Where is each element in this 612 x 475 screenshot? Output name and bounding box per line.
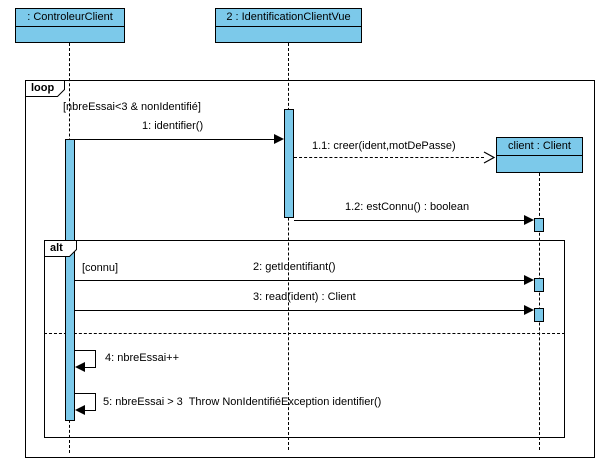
message-5-arrowhead	[75, 405, 85, 415]
message-4-line-out	[75, 350, 96, 351]
message-3-line	[75, 310, 525, 311]
message-1-2-label: 1.2: estConnu() : boolean	[345, 201, 470, 213]
message-5-line-back	[84, 410, 96, 411]
message-1-arrowhead	[274, 134, 284, 144]
message-4-line-back	[84, 367, 96, 368]
alt-operator-pentagon: alt	[44, 240, 77, 257]
alt-operator-label: alt	[50, 242, 63, 254]
message-5-label: 5: nbreEssai > 3 Throw NonIdentifiéExcep…	[103, 396, 382, 408]
message-4-label: 4: nbreEssai++	[105, 352, 179, 364]
object-box-identificationclientvue: 2 : IdentificationClientVue	[215, 8, 362, 43]
loop-operator-pentagon: loop	[25, 80, 65, 97]
message-1-1-line	[294, 157, 484, 158]
message-1-1-open-arrowhead	[483, 151, 496, 164]
loop-fragment-frame	[25, 80, 595, 458]
message-3-arrowhead	[524, 305, 534, 315]
object-label-identificationclientvue: 2 : IdentificationClientVue	[216, 9, 361, 27]
loop-pentagon-shape	[25, 80, 65, 97]
message-4-line-down	[95, 350, 96, 367]
activation-identificationclientvue	[284, 109, 294, 218]
message-4-arrowhead	[75, 362, 85, 372]
message-1-2-arrowhead	[524, 215, 534, 225]
message-5-line-out	[75, 393, 96, 394]
activation-controleurclient	[65, 139, 75, 421]
message-2-line	[75, 280, 525, 281]
message-5-line-down	[95, 393, 96, 410]
activation-client-estconnu	[534, 218, 544, 232]
message-2-label: 2: getIdentifiant()	[253, 261, 336, 273]
object-label-client: client : Client	[497, 138, 582, 156]
object-box-client: client : Client	[496, 137, 583, 173]
alt-fragment-frame	[44, 240, 565, 438]
lifeline-identificationclientvue	[288, 43, 289, 450]
alt-else-divider	[44, 333, 565, 334]
alt-pentagon-shape	[44, 240, 77, 257]
message-3-label: 3: read(ident) : Client	[253, 291, 356, 303]
loop-operator-label: loop	[31, 82, 55, 94]
activation-client-getidentifiant	[534, 278, 544, 292]
message-1-1-label: 1.1: creer(ident,motDePasse)	[312, 140, 456, 152]
loop-guard: [nbreEssai<3 & nonIdentifié]	[63, 101, 201, 113]
message-1-2-line	[294, 220, 526, 221]
message-1-label: 1: identifier()	[142, 120, 204, 132]
message-1-line	[75, 139, 275, 140]
message-2-arrowhead	[524, 275, 534, 285]
object-label-controleurclient: : ControleurClient	[16, 9, 124, 27]
object-box-controleurclient: : ControleurClient	[15, 8, 125, 43]
activation-client-read	[534, 308, 544, 322]
alt-guard: [connu]	[82, 262, 119, 274]
